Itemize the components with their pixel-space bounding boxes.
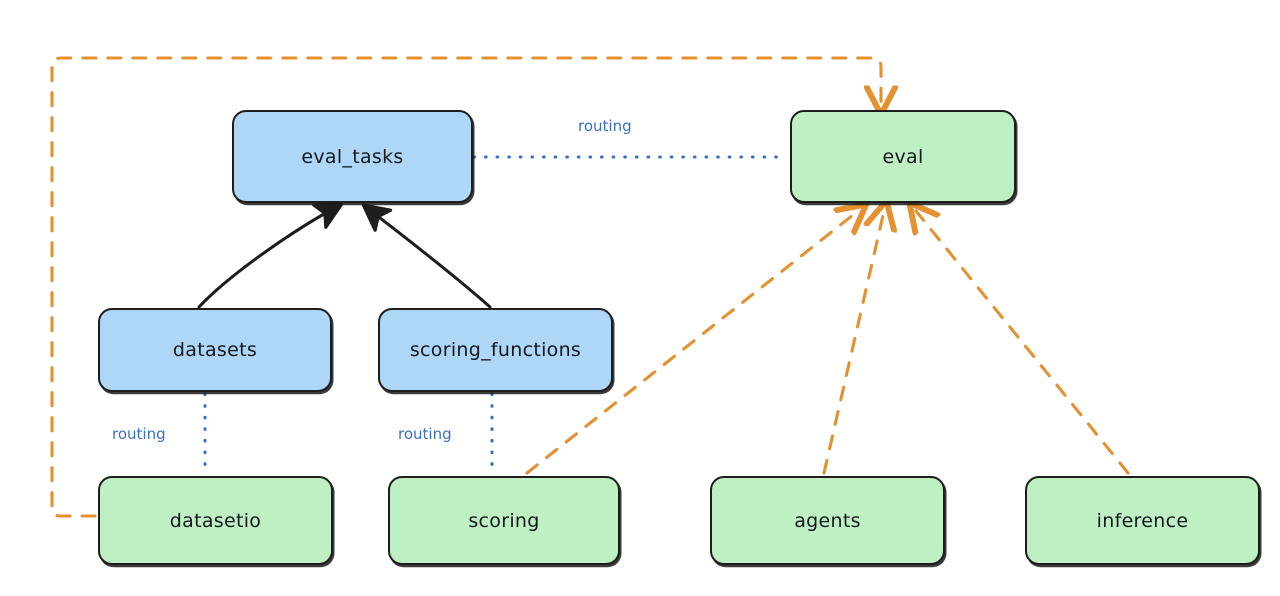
edge-label-routing-eval-tasks-eval: routing — [578, 117, 632, 135]
edge-inference-to-eval — [916, 211, 1130, 475]
edge-scoring-to-eval — [525, 211, 858, 475]
node-scoring[interactable]: scoring — [388, 476, 620, 565]
node-label-inference: inference — [1096, 509, 1189, 532]
node-agents[interactable]: agents — [710, 476, 945, 565]
edge-agents-to-eval — [822, 211, 884, 475]
node-eval[interactable]: eval — [790, 110, 1016, 203]
node-inference[interactable]: inference — [1025, 476, 1260, 565]
node-eval-tasks[interactable]: eval_tasks — [232, 110, 473, 203]
edge-label-routing-scoring-functions-scoring: routing — [398, 425, 452, 443]
node-scoring-functions[interactable]: scoring_functions — [378, 308, 613, 392]
edge-scoring-functions-to-eval-tasks — [361, 203, 492, 309]
node-label-datasetio: datasetio — [169, 509, 262, 532]
edge-label-routing-datasets-datasetio: routing — [112, 425, 166, 443]
node-label-agents: agents — [794, 509, 861, 532]
node-label-scoring-functions: scoring_functions — [409, 339, 582, 361]
node-label-eval: eval — [882, 145, 924, 168]
node-label-eval-tasks: eval_tasks — [301, 145, 404, 168]
node-datasetio[interactable]: datasetio — [98, 476, 333, 565]
edge-datasets-to-eval-tasks — [197, 202, 344, 309]
node-datasets[interactable]: datasets — [98, 308, 332, 392]
node-label-datasets: datasets — [172, 339, 258, 361]
node-label-scoring: scoring — [468, 509, 540, 532]
